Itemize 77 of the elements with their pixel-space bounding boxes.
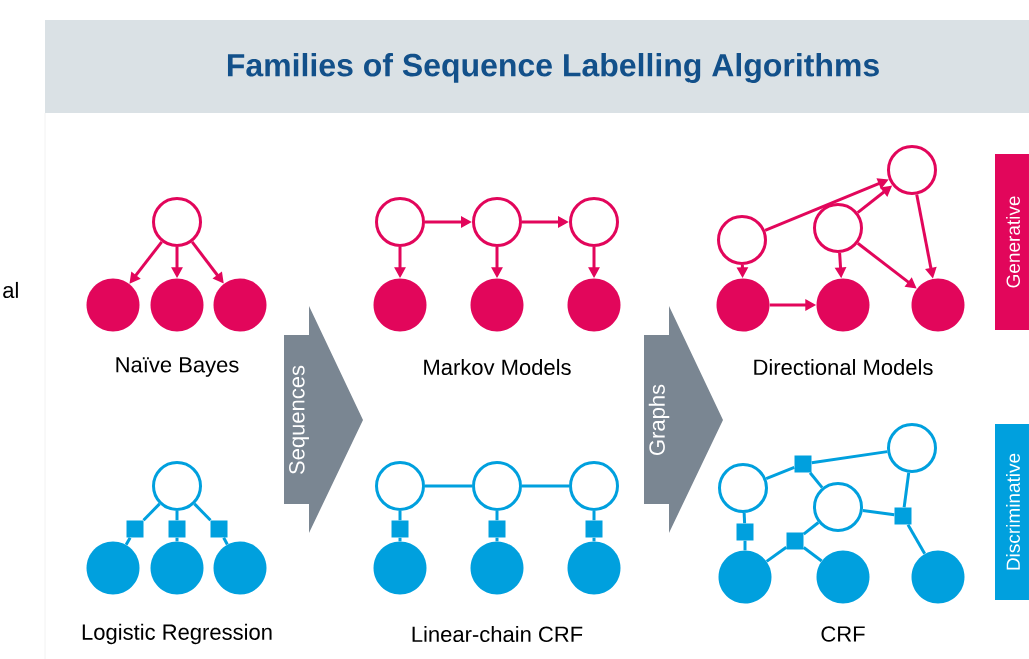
observed-node	[150, 278, 204, 332]
hidden-node	[569, 197, 619, 247]
connector-line	[495, 537, 499, 542]
hidden-node	[375, 461, 425, 511]
connector-line	[425, 484, 472, 488]
connector-line	[175, 537, 179, 542]
hidden-node	[887, 145, 937, 195]
observed-node	[816, 278, 870, 332]
connector-line	[398, 537, 402, 542]
factor-square	[126, 520, 144, 538]
observed-node	[567, 541, 621, 595]
hidden-node	[152, 197, 202, 247]
title-banner: Families of Sequence Labelling Algorithms	[45, 20, 1029, 113]
factor-square	[786, 532, 804, 550]
connector-line	[495, 511, 499, 521]
observed-node	[911, 550, 965, 604]
connector-line	[222, 536, 229, 546]
hidden-node	[813, 203, 863, 253]
hidden-node	[569, 461, 619, 511]
connector-line	[592, 511, 596, 521]
hidden-node	[472, 197, 522, 247]
factor-square	[585, 520, 603, 538]
connector-line	[811, 450, 888, 465]
observed-node	[213, 541, 267, 595]
model-name: Markov Models	[424, 358, 571, 376]
model-name: al	[3, 281, 18, 299]
hidden-node	[375, 197, 425, 247]
factor-square	[391, 520, 409, 538]
connector-line	[802, 521, 820, 536]
observed-node	[86, 278, 140, 332]
connector-line	[862, 508, 895, 517]
connector-line	[124, 536, 132, 546]
observed-node	[86, 541, 140, 595]
connector-line	[193, 502, 212, 522]
hidden-node	[718, 463, 768, 513]
observed-node	[213, 278, 267, 332]
observed-node	[911, 278, 965, 332]
hidden-node	[887, 423, 937, 473]
connector-line	[142, 502, 161, 522]
connector-line	[522, 484, 569, 488]
connector-line	[398, 511, 402, 521]
connector-line	[175, 511, 179, 521]
observed-node	[816, 550, 870, 604]
connector-line	[902, 472, 911, 508]
category-band: Discriminative	[995, 424, 1029, 600]
hidden-node	[472, 461, 522, 511]
connector-line	[802, 546, 823, 563]
observed-node	[567, 278, 621, 332]
model-name: Logistic Regression	[82, 623, 272, 645]
category-band: Generative	[995, 154, 1029, 330]
observed-node	[716, 278, 770, 332]
hidden-node	[152, 461, 202, 511]
connector-line	[765, 546, 788, 563]
connector-line	[906, 523, 926, 555]
factor-square	[736, 523, 754, 541]
factor-square	[794, 455, 812, 473]
factor-square	[488, 520, 506, 538]
observed-node	[150, 541, 204, 595]
connector-line	[742, 512, 747, 524]
observed-node	[373, 541, 427, 595]
factor-square	[168, 520, 186, 538]
factor-square	[894, 507, 912, 525]
observed-node	[470, 541, 524, 595]
connector-line	[808, 471, 824, 489]
model-name: Naïve Bayes	[116, 357, 239, 377]
connector-line	[765, 466, 795, 481]
factor-square	[210, 520, 228, 538]
connector-line	[743, 540, 747, 551]
hidden-node	[813, 482, 863, 532]
observed-node	[470, 278, 524, 332]
model-name: Linear-chain CRF	[412, 625, 583, 643]
connector-line	[592, 537, 596, 542]
model-name: CRF	[821, 626, 865, 642]
observed-node	[718, 550, 772, 604]
model-name: Directional Models	[754, 358, 933, 376]
hidden-node	[717, 215, 767, 265]
observed-node	[373, 278, 427, 332]
